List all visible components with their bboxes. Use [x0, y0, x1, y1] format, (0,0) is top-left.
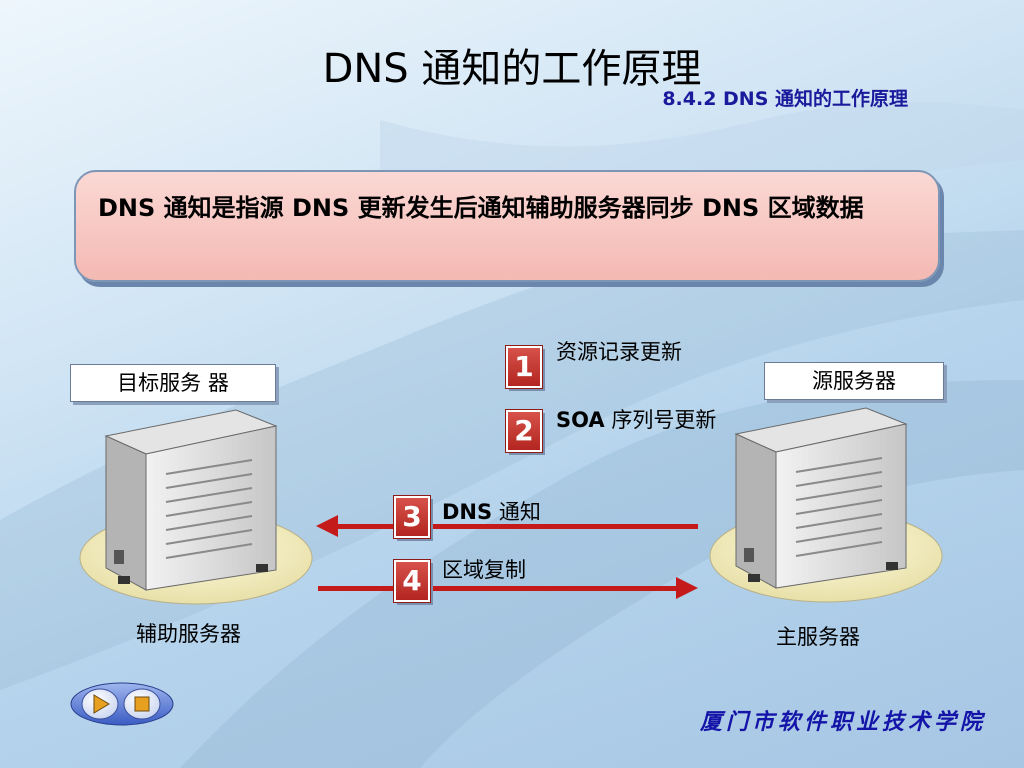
slide-nav — [70, 682, 174, 726]
secondary-server-caption: 辅助服务器 — [136, 622, 241, 646]
step-1-text: 资源记录更新 — [556, 340, 682, 364]
definition-text: DNS 通知是指源 DNS 更新发生后通知辅助服务器同步 DNS 区域数据 — [98, 194, 864, 222]
step-3-text: DNS 通知 — [442, 500, 541, 524]
section-subtitle: 8.4.2 DNS 通知的工作原理 — [662, 88, 908, 110]
step-4-text: 区域复制 — [442, 558, 526, 582]
step-3-badge: 3 — [393, 495, 431, 539]
step-1-badge: 1 — [505, 345, 543, 389]
secondary-server-icon — [79, 409, 313, 605]
primary-server-caption: 主服务器 — [776, 625, 860, 649]
slide-title: DNS 通知的工作原理 — [322, 46, 702, 92]
step-2-text: SOA 序列号更新 — [556, 408, 717, 432]
primary-server-icon — [709, 407, 943, 603]
target-server-label: 目标服务 器 — [70, 364, 276, 402]
notify-arrow — [316, 515, 698, 537]
play-icon[interactable] — [81, 688, 119, 720]
zone-transfer-arrow — [318, 577, 698, 599]
stop-icon[interactable] — [123, 688, 161, 720]
source-server-label: 源服务器 — [764, 362, 944, 400]
definition-box: DNS 通知是指源 DNS 更新发生后通知辅助服务器同步 DNS 区域数据 — [74, 170, 940, 282]
step-2-badge: 2 — [505, 409, 543, 453]
step-4-badge: 4 — [393, 559, 431, 603]
footer-college-name: 厦门市软件职业技术学院 — [699, 709, 986, 735]
